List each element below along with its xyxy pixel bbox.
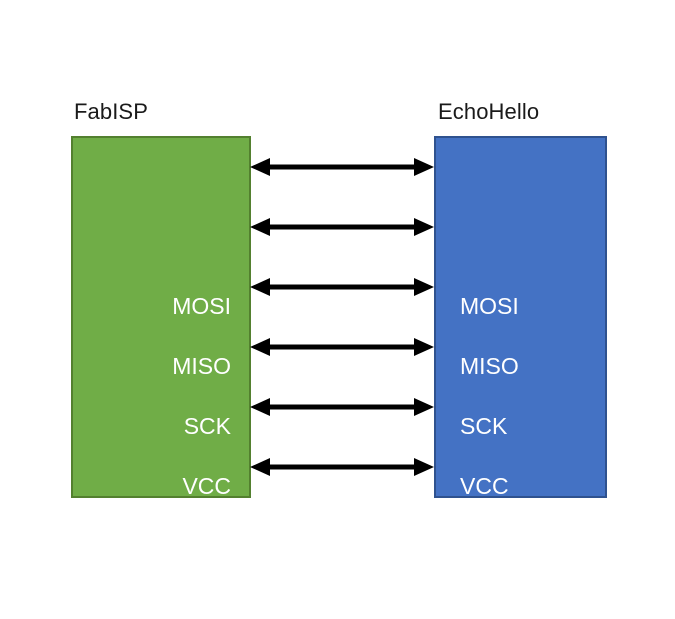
connection-arrow-miso[interactable] (250, 218, 434, 236)
block-title-fabisp: FabISP (74, 99, 148, 124)
pin-label-echohello-reset: RESET (460, 593, 537, 619)
pin-label-fabisp-mosi: MOSI (172, 293, 231, 319)
pin-label-fabisp-miso: MISO (172, 353, 231, 379)
connection-arrow-mosi[interactable] (250, 158, 434, 176)
pin-label-echohello-mosi: MOSI (460, 293, 519, 319)
block-title-echohello: EchoHello (438, 99, 540, 124)
pin-label-fabisp-vcc: VCC (182, 473, 231, 499)
pin-label-echohello-gnd: GND (460, 533, 512, 559)
block-echohello[interactable]: MOSI MISO SCK VCC GND RESET (434, 136, 607, 618)
pin-label-echohello-miso: MISO (460, 353, 519, 379)
connection-arrow-gnd[interactable] (250, 398, 434, 416)
pin-label-echohello-sck: SCK (460, 413, 508, 439)
pin-label-fabisp-gnd: GND (179, 533, 231, 559)
diagram-canvas: FabISP EchoHello MOSI MISO SCK VCC GND R… (71, 99, 607, 618)
connection-arrow-reset[interactable] (250, 458, 434, 476)
connection-arrow-vcc[interactable] (250, 338, 434, 356)
pin-label-fabisp-reset: RESET (154, 593, 231, 619)
block-fabisp[interactable]: MOSI MISO SCK VCC GND RESET (71, 136, 251, 618)
pin-label-echohello-vcc: VCC (460, 473, 509, 499)
connection-arrow-sck[interactable] (250, 278, 434, 296)
pin-label-fabisp-sck: SCK (183, 413, 231, 439)
